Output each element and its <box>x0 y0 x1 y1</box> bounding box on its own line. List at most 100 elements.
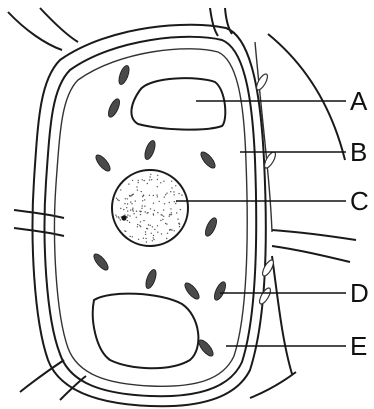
nucleus-dot <box>165 223 166 224</box>
nucleus-dot <box>157 196 158 197</box>
nucleus-dot <box>123 209 124 210</box>
nucleus-dot <box>118 217 119 218</box>
nucleus-dot <box>125 198 126 199</box>
chloroplast <box>143 139 157 161</box>
nucleus-dot <box>141 208 142 209</box>
nucleus-dot <box>166 223 167 224</box>
nucleus-dot <box>145 231 146 232</box>
nucleus-dot <box>120 219 121 220</box>
nucleus-dot <box>164 203 165 204</box>
chloroplast <box>203 216 219 238</box>
nucleus-dot <box>153 235 154 236</box>
nucleus-dot <box>157 232 158 233</box>
nucleus-dot <box>169 202 170 203</box>
nucleus-dot <box>138 182 139 183</box>
labels: A B C D E <box>350 86 369 361</box>
nucleus-dot <box>132 236 133 237</box>
nucleus-dot <box>116 198 117 199</box>
nucleus-dot <box>136 186 137 187</box>
nucleus-dot <box>179 226 180 227</box>
nucleus-dot <box>175 203 176 204</box>
nucleus-dot <box>165 194 166 195</box>
chloroplast <box>257 286 272 305</box>
nucleus-dot <box>173 191 174 192</box>
nucleus-dot <box>163 209 164 210</box>
nucleus-dot <box>154 229 155 230</box>
vacuole-upper <box>131 78 225 129</box>
label-a: A <box>350 86 368 116</box>
nucleus-dot <box>178 223 179 224</box>
nucleus-dot <box>150 174 151 175</box>
nucleus-dot <box>159 201 160 202</box>
nucleus-dot <box>156 194 157 195</box>
nucleus-dot <box>140 214 141 215</box>
nucleus-dot <box>133 210 134 211</box>
nucleus-dot <box>153 195 154 196</box>
nucleus-dot <box>130 201 131 202</box>
chloroplast <box>144 268 158 290</box>
nucleus-dot <box>150 225 151 226</box>
nucleus-dot <box>143 194 144 195</box>
nucleus-dot <box>118 200 119 201</box>
nucleus-dot <box>157 225 158 226</box>
chloroplast <box>92 252 111 272</box>
nucleus-dot <box>149 195 150 196</box>
nucleus-dot <box>149 179 150 180</box>
nucleus-dot <box>140 211 141 212</box>
nucleus-dot <box>171 212 172 213</box>
nucleus-dot <box>181 194 182 195</box>
nucleus-dot <box>124 203 125 204</box>
chloroplast <box>254 72 269 91</box>
nucleus-dot <box>174 230 175 231</box>
nucleus-dot <box>125 231 126 232</box>
nucleus-dot <box>132 209 133 210</box>
nucleus-dot <box>147 183 148 184</box>
nucleus-dot <box>171 214 172 215</box>
nucleus-dot <box>117 199 118 200</box>
nucleus-dot <box>143 220 144 221</box>
nucleus <box>112 170 188 246</box>
nucleus-dot <box>142 196 143 197</box>
nucleus-dot <box>161 214 162 215</box>
nucleus-dot <box>142 200 143 201</box>
nucleus-dot <box>178 193 179 194</box>
chloroplast <box>183 281 202 301</box>
nucleus-dot <box>136 211 137 212</box>
nucleus-dot <box>151 233 152 234</box>
nucleus-dot <box>174 194 175 195</box>
nucleus-dot <box>166 193 167 194</box>
nucleus-dot <box>137 224 138 225</box>
nucleus-dot <box>141 191 142 192</box>
nucleus-dot <box>147 212 148 213</box>
nucleus-dot <box>148 224 149 225</box>
nucleus-dot <box>170 208 171 209</box>
chloroplast <box>197 338 216 358</box>
nucleus-dot <box>120 208 121 209</box>
nucleus-dot <box>128 183 129 184</box>
chloroplast <box>212 280 228 302</box>
nucleus-dot <box>171 229 172 230</box>
nucleus-dot <box>164 196 165 197</box>
nucleus-dot <box>127 198 128 199</box>
nucleus-dot <box>139 225 140 226</box>
nucleus-dot <box>118 216 119 217</box>
nucleus-dot <box>153 237 154 238</box>
nucleus-dot <box>161 233 162 234</box>
nucleus-dot <box>145 238 146 239</box>
nucleus-dot <box>127 214 128 215</box>
nucleus-dot <box>154 210 155 211</box>
nucleus-dot <box>142 179 143 180</box>
nucleus-dot <box>133 213 134 214</box>
nucleus-dot <box>137 189 138 190</box>
nucleus-dot <box>116 216 117 217</box>
nucleus-dot <box>145 234 146 235</box>
vacuole-lower <box>93 294 199 369</box>
chloroplast <box>94 153 113 173</box>
nucleus-dot <box>138 239 139 240</box>
label-b: B <box>350 137 367 167</box>
nucleus-dot <box>143 238 144 239</box>
nucleus-dot <box>149 176 150 177</box>
nucleus-dot <box>115 215 116 216</box>
nucleus-dot <box>135 200 136 201</box>
nucleus-dot <box>132 208 133 209</box>
